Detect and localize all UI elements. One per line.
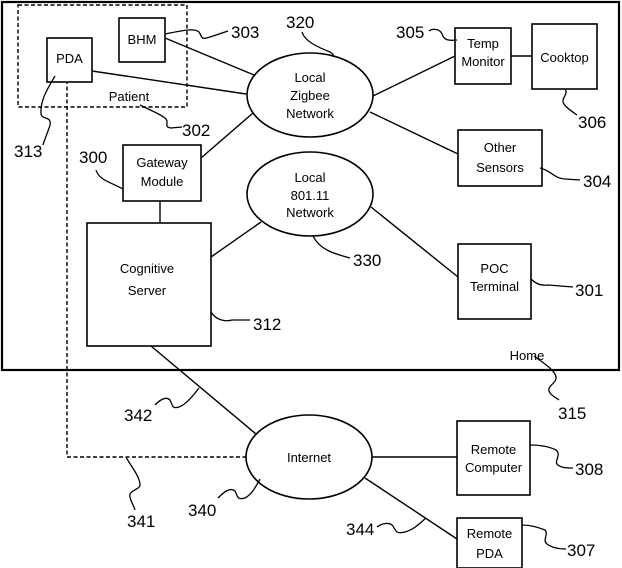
- leader-306: [563, 89, 577, 115]
- leader-312: [211, 312, 250, 321]
- ref-301: 301: [575, 281, 603, 300]
- ref-340: 340: [188, 501, 216, 520]
- cognitive-server-label-line-1: Cognitive: [120, 261, 174, 276]
- internet-label: Internet: [287, 450, 331, 465]
- cooktop-label: Cooktop: [540, 50, 588, 65]
- wifi-label-line-3: Network: [286, 205, 334, 220]
- ref-308: 308: [575, 460, 603, 479]
- ref-312: 312: [253, 315, 281, 334]
- ref-344: 344: [346, 520, 374, 539]
- poc-terminal-label-line-1: POC: [480, 261, 508, 276]
- leader-307: [522, 525, 566, 549]
- leader-303: [165, 30, 228, 39]
- node-local-80211-network: Local 801.11 Network: [247, 152, 373, 236]
- node-remote-computer: Remote Computer: [457, 421, 530, 495]
- node-temp-monitor: Temp Monitor: [455, 28, 511, 84]
- leader-305: [429, 29, 457, 40]
- cognitive-server-label-line-2: Server: [128, 283, 167, 298]
- remote-computer-label-line-2: Computer: [465, 460, 523, 475]
- ref-306: 306: [578, 113, 606, 132]
- gateway-label-line-2: Module: [141, 174, 184, 189]
- poc-terminal-label-line-2: Terminal: [470, 279, 519, 294]
- link-server-internet: [151, 346, 256, 434]
- leader-330: [313, 236, 350, 258]
- leader-308: [530, 445, 573, 468]
- node-bhm-label: BHM: [128, 32, 157, 47]
- ref-303: 303: [231, 23, 259, 42]
- node-remote-pda: Remote PDA: [457, 518, 522, 568]
- ref-330: 330: [353, 251, 381, 270]
- zigbee-label-line-2: Zigbee: [290, 88, 330, 103]
- ref-313: 313: [14, 142, 42, 161]
- node-poc-terminal: POC Terminal: [458, 244, 531, 319]
- node-internet: Internet: [246, 415, 372, 499]
- remote-computer-label-line-1: Remote: [471, 442, 517, 457]
- leader-304: [540, 168, 580, 180]
- node-pda: PDA: [47, 38, 92, 82]
- link-zigbee-sensors: [370, 112, 458, 154]
- ref-307: 307: [567, 541, 595, 560]
- node-bhm: BHM: [119, 18, 165, 62]
- ref-300: 300: [79, 148, 107, 167]
- leader-344: [377, 518, 426, 533]
- ref-315: 315: [558, 404, 586, 423]
- leader-300: [96, 170, 123, 189]
- other-sensors-label-line-1: Other: [484, 140, 517, 155]
- leader-342: [155, 388, 199, 408]
- link-zigbee-temp: [373, 56, 455, 96]
- link-server-wifi: [211, 222, 261, 257]
- leader-341: [126, 457, 140, 510]
- node-zigbee-network: Local Zigbee Network: [247, 53, 373, 137]
- node-gateway-module: Gateway Module: [123, 145, 201, 201]
- ref-341: 341: [127, 512, 155, 531]
- link-bhm-zigbee: [165, 38, 254, 75]
- leader-301: [531, 279, 573, 287]
- wifi-label-line-2: 801.11: [291, 188, 330, 203]
- temp-monitor-label-line-1: Temp: [467, 36, 499, 51]
- patient-label: Patient: [109, 89, 150, 104]
- zigbee-label-line-1: Local: [294, 70, 325, 85]
- remote-pda-label-line-2: PDA: [476, 546, 503, 561]
- temp-monitor-label-line-2: Monitor: [461, 54, 505, 69]
- link-wifi-poc: [371, 207, 458, 277]
- ref-304: 304: [583, 172, 611, 191]
- ref-305: 305: [396, 23, 424, 42]
- leader-313: [41, 76, 55, 145]
- other-sensors-label-line-2: Sensors: [476, 160, 524, 175]
- node-cooktop: Cooktop: [532, 24, 597, 89]
- remote-pda-label-line-1: Remote: [467, 526, 513, 541]
- gateway-label-line-1: Gateway: [136, 155, 188, 170]
- leader-340: [218, 479, 260, 499]
- node-cognitive-server: Cognitive Server: [87, 223, 211, 346]
- ref-302: 302: [182, 121, 210, 140]
- leader-302: [140, 105, 182, 128]
- node-pda-label: PDA: [56, 51, 83, 66]
- wifi-label-line-1: Local: [294, 170, 325, 185]
- node-other-sensors: Other Sensors: [458, 130, 542, 186]
- home-label: Home: [510, 348, 545, 363]
- ref-342: 342: [124, 406, 152, 425]
- zigbee-label-line-3: Network: [286, 106, 334, 121]
- ref-320: 320: [286, 13, 314, 32]
